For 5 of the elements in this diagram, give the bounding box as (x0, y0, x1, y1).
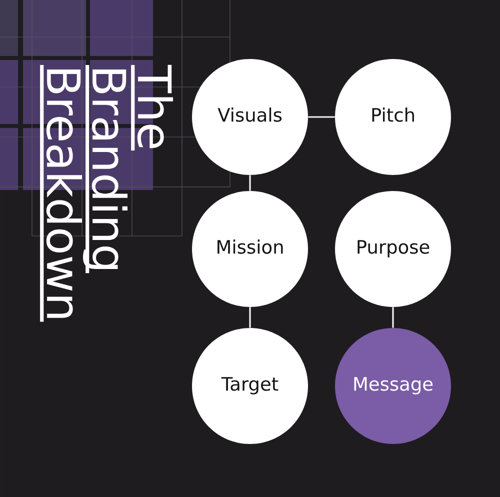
title: The Branding Breakdown (40, 64, 173, 322)
connector-line (249, 307, 251, 328)
connector-line (249, 175, 251, 191)
connector-line (308, 116, 335, 118)
connector-line (392, 307, 394, 328)
